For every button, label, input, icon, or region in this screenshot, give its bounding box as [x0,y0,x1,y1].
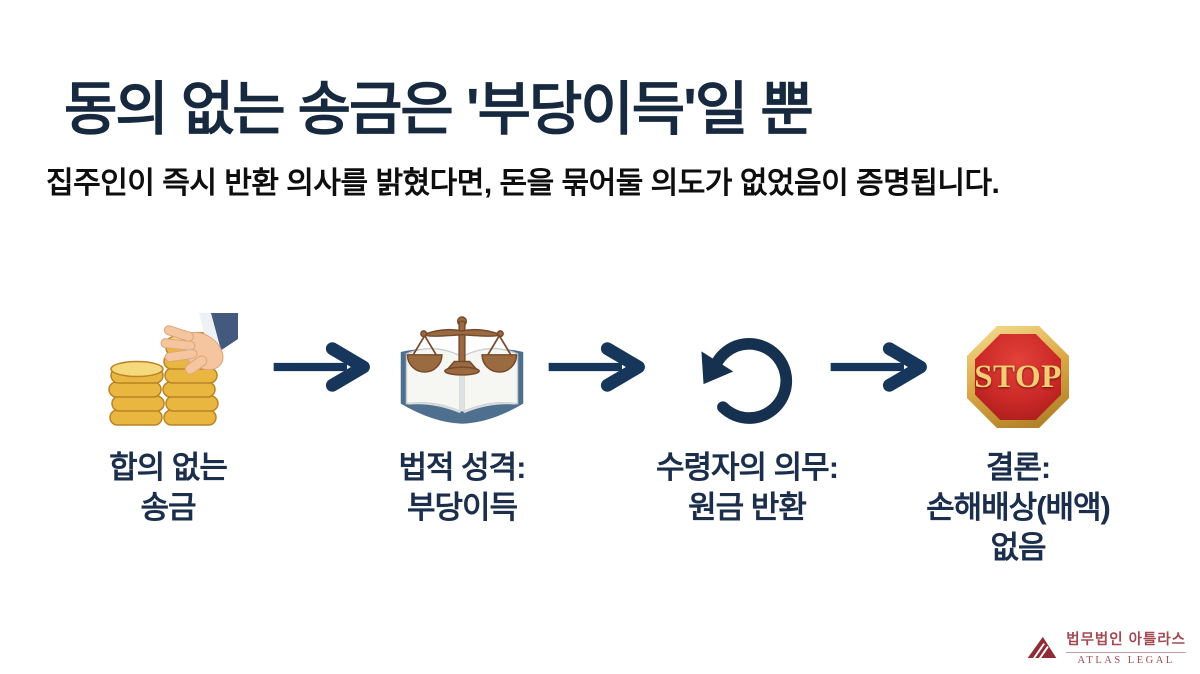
return-circular-arrow-icon [627,306,867,434]
return-circular-arrow-icon [701,338,793,424]
atlas-legal-logo-mark-icon [1027,636,1057,660]
step-label-line: 결론: [985,450,1051,485]
step-label-line: 없음 [990,530,1046,565]
step-label-line: 법적 성격: [398,450,526,485]
footer-logo-text: 법무법인 아틀라스 ATLAS LEGAL [1066,628,1186,666]
stop-sign-icon: STOP [967,326,1069,428]
step-label-recipient-duty: 수령자의 의무: 원금 반환 [627,448,867,528]
stop-sign-red-face [975,334,1061,420]
flow-step-transfer-without-agreement: 합의 없는 송금 [58,306,278,528]
arrow-right-icon [548,342,645,392]
stop-sign-text: STOP [974,358,1062,395]
logo-divider [1066,652,1186,653]
flow-arrow-right-icon [545,341,655,393]
stop-sign-icon: STOP [898,306,1138,434]
page-subtitle: 집주인이 즉시 반환 의사를 밝혔다면, 돈을 묶어둘 의도가 없었음이 증명됩… [46,167,1000,200]
step-label-line: 부당이득 [406,490,518,525]
logo-english-name: ATLAS LEGAL [1077,655,1175,666]
page-title: 동의 없는 송금은 '부당이득'일 뿐 [64,77,814,142]
step-label-line: 손해배상(배액) [926,490,1111,525]
footer-logo: 법무법인 아틀라스 ATLAS LEGAL [1026,628,1186,666]
step-label-transfer-without-agreement: 합의 없는 송금 [58,448,278,528]
law-book-with-scales-icon [352,306,572,434]
law-book-with-scales-icon [400,316,524,424]
step-label-line: 수령자의 의무: [655,450,839,485]
step-label-line: 합의 없는 [109,450,228,485]
arrow-right-icon [830,342,927,392]
flow-step-recipient-duty: 수령자의 의무: 원금 반환 [627,306,867,528]
step-label-line: 원금 반환 [688,490,807,525]
hand-placing-coins-icon [108,313,238,426]
step-label-line: 송금 [140,490,196,525]
logo-korean-name: 법무법인 아틀라스 [1066,632,1186,648]
flow-arrow-right-icon [270,341,380,393]
arrow-right-icon [273,342,370,392]
flow-arrow-right-icon [827,341,937,393]
step-label-conclusion: 결론: 손해배상(배액) 없음 [898,448,1138,568]
flow-step-legal-nature: 법적 성격: 부당이득 [352,306,572,528]
hand-placing-coins-icon [58,306,278,434]
flow-step-conclusion: STOP 결론: 손해배상(배액) 없음 [898,306,1138,568]
step-label-legal-nature: 법적 성격: 부당이득 [352,448,572,528]
